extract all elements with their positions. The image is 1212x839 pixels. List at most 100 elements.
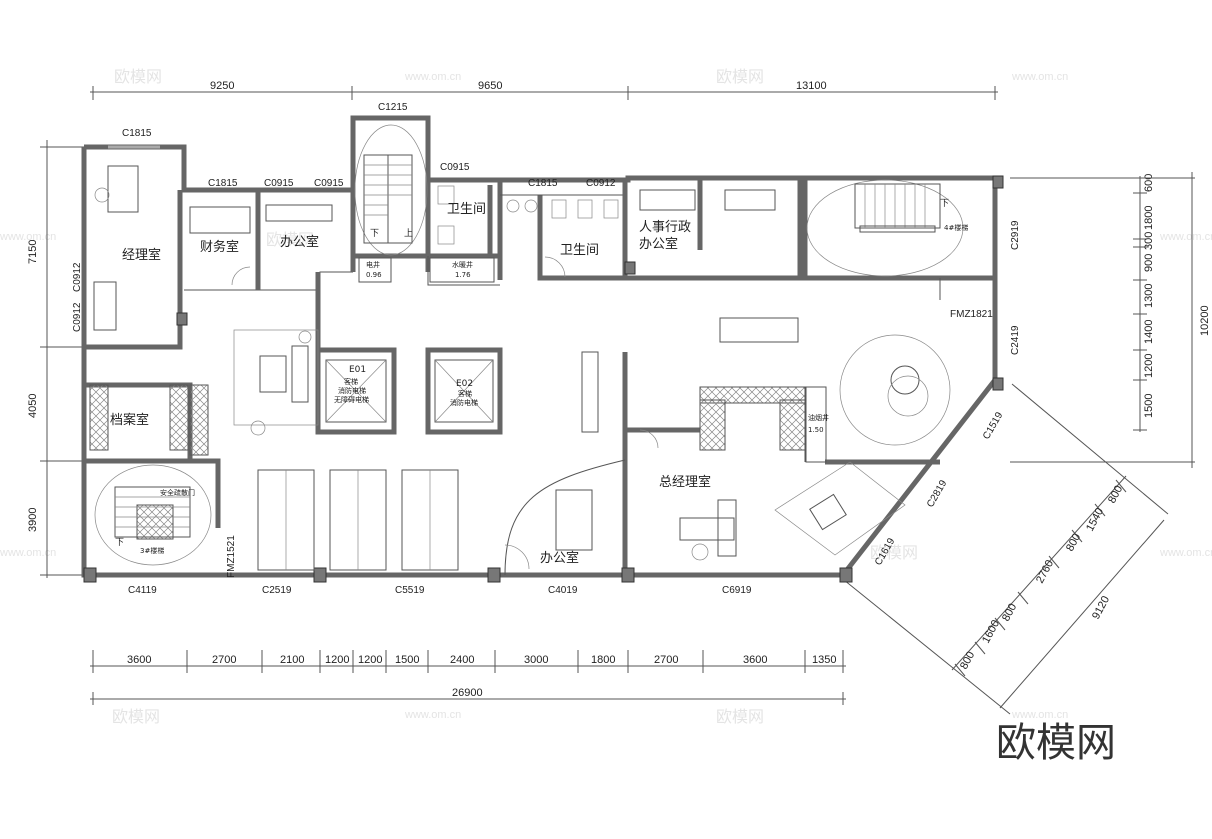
elevator-e02-line2: 消防电梯 (450, 398, 478, 407)
room-labels: 经理室 财务室 办公室 卫生间 卫生间 人事行政 办公室 档案室 总经理室 办公… (110, 202, 711, 566)
dim-right-5: 1300 (1143, 284, 1155, 308)
watermark-brand: 欧模网 (112, 707, 160, 726)
dim-right-3: 300 (1143, 232, 1155, 250)
dim-left-1: 7150 (27, 240, 39, 264)
dim-right-4: 900 (1143, 254, 1155, 272)
fire-door-right: FMZ1821 (950, 309, 993, 320)
window-top-6: C0915 (440, 162, 470, 173)
stair4-down-label: 下 (940, 199, 949, 209)
dim-bottom-2: 2700 (212, 654, 236, 666)
dim-diag-1: 800 (958, 650, 977, 672)
window-top-1: C1815 (122, 128, 152, 139)
elevator-e01: E01 客梯 消防电梯 无障碍电梯 (325, 359, 387, 423)
window-bottom-3: C5519 (395, 585, 425, 596)
stair-down-label: 下 (370, 229, 379, 239)
stair-core: 下 上 (354, 124, 428, 256)
dim-diag-3: 800 (1000, 602, 1019, 624)
window-right-4: C2819 (925, 478, 949, 509)
dim-right-1: 600 (1143, 174, 1155, 192)
hatched-walls (89, 384, 806, 540)
watermark-brand: 欧模网 (114, 67, 162, 86)
walls (81, 115, 998, 578)
stair-up-label: 上 (404, 228, 413, 239)
room-restroom-b: 卫生间 (560, 243, 599, 258)
room-office-b: 办公室 (540, 550, 579, 566)
elevator-e02-label: E02 (456, 379, 473, 389)
dim-bottom-8: 3000 (524, 654, 548, 666)
dim-diag-total: 9120 (1090, 594, 1112, 621)
watermark-site: www.om.cn (1159, 231, 1212, 243)
room-office-a: 办公室 (280, 234, 319, 250)
dim-right-total: 10200 (1199, 305, 1211, 336)
watermark-site: www.om.cn (0, 231, 56, 243)
stair4-label: 4#楼梯 (944, 223, 968, 232)
dim-right-2: 1800 (1143, 206, 1155, 230)
dimension-left: 7150 4050 3900 (27, 140, 84, 578)
window-top-5: C1215 (378, 102, 408, 113)
dim-bottom-11: 3600 (743, 654, 767, 666)
dim-right-6: 1400 (1143, 320, 1155, 344)
dim-diag-5: 800 (1064, 532, 1083, 554)
shafts: 电井 0.96 水暖井 1.76 油烟井 1.50 (358, 257, 829, 463)
watermark-brand: 欧模网 (870, 543, 918, 562)
fire-door-left: FMZ1521 (226, 535, 237, 578)
room-archive: 档案室 (110, 412, 149, 428)
dim-top-3: 13100 (796, 80, 827, 92)
room-restroom-a: 卫生间 (447, 202, 486, 217)
dim-bottom-3: 2100 (280, 654, 304, 666)
window-bottom-1: C4119 (128, 585, 157, 596)
dimension-right: 600 1800 300 900 1300 1400 1200 1500 102… (1010, 172, 1211, 468)
brand-logo: 欧模网 (996, 720, 1116, 766)
stair-4: 下 4#楼梯 (806, 179, 968, 277)
stair3-label: 3#楼梯 (140, 546, 164, 555)
window-bottom-5: C6919 (722, 585, 752, 596)
dimension-bottom: 3600 2700 2100 1200 1200 1500 2400 3000 … (90, 650, 846, 705)
stair-3: 安全疏散门 下 3#楼梯 (94, 464, 212, 566)
elevator-e01-line2: 消防电梯 (338, 386, 366, 395)
watermark-layer: 欧模网 欧模网 欧模网 欧模网 欧模网 欧模网 www.om.cn www.om… (0, 67, 1212, 726)
window-left-2: C0912 (72, 302, 83, 332)
dim-bottom-10: 2700 (654, 654, 678, 666)
oil-shaft-label: 油烟井 (808, 413, 829, 422)
room-general-manager: 总经理室 (659, 474, 711, 490)
watermark-site: www.om.cn (1011, 71, 1068, 83)
room-finance: 财务室 (200, 239, 239, 255)
elevator-e02: E02 客梯 消防电梯 (434, 359, 494, 423)
dim-bottom-4: 1200 (325, 654, 349, 666)
fire-doors: FMZ1521 FMZ1821 (226, 256, 993, 578)
elec-shaft-size: 0.96 (366, 271, 382, 279)
window-top-8: C0912 (586, 178, 616, 189)
dim-bottom-1: 3600 (127, 654, 151, 666)
water-shaft-size: 1.76 (455, 271, 471, 279)
dim-diag-7: 800 (1106, 484, 1125, 506)
elevator-e02-line1: 客梯 (458, 389, 472, 398)
dim-right-7: 1200 (1143, 354, 1155, 378)
elevator-e01-line3: 无障碍电梯 (334, 395, 369, 404)
window-top-4: C0915 (314, 178, 344, 189)
dim-right-8: 1500 (1143, 394, 1155, 418)
dim-diag-4: 2760 (1034, 558, 1056, 585)
water-shaft-label: 水暖井 (452, 260, 473, 269)
dim-bottom-9: 1800 (591, 654, 615, 666)
elevator-e01-label: E01 (349, 365, 366, 375)
window-bottom-2: C2519 (262, 585, 292, 596)
window-labels: C1815 C1815 C0915 C0915 C1215 C0915 C181… (72, 102, 1021, 596)
watermark-site: www.om.cn (404, 709, 461, 721)
window-bottom-4: C4019 (548, 585, 578, 596)
elevator-e01-line1: 客梯 (344, 377, 358, 386)
dim-bottom-12: 1350 (812, 654, 836, 666)
watermark-site: www.om.cn (404, 71, 461, 83)
dim-diag-6: 1540 (1084, 506, 1106, 533)
dim-bottom-7: 2400 (450, 654, 474, 666)
window-top-7: C1815 (528, 178, 558, 189)
dimension-top: 9250 9650 13100 (90, 80, 998, 100)
window-top-2: C1815 (208, 178, 238, 189)
columns (83, 175, 1004, 583)
window-right-3: C1519 (981, 410, 1005, 441)
watermark-site: www.om.cn (1159, 547, 1212, 559)
window-top-3: C0915 (264, 178, 294, 189)
stair3-down-label: 下 (115, 538, 124, 548)
furniture (93, 165, 951, 571)
dim-left-2: 4050 (27, 394, 39, 418)
